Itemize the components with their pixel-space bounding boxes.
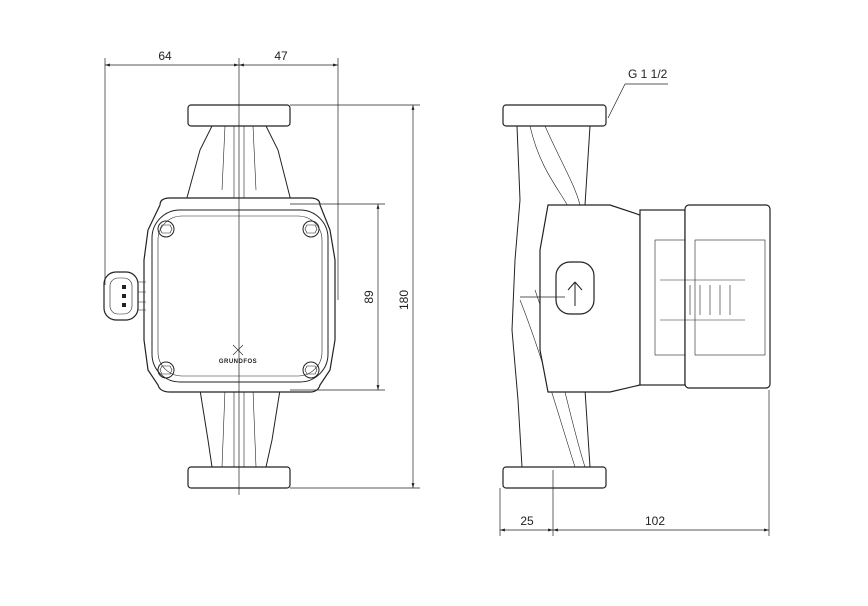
control-box-face — [151, 209, 329, 383]
flow-arrow-icon — [567, 281, 583, 306]
dim-180: 180 — [397, 290, 411, 310]
lower-housing — [199, 389, 281, 468]
side-view — [502, 104, 771, 489]
pump-housing-front — [511, 125, 523, 468]
grundfos-logo: GRUNDFOS — [219, 344, 257, 365]
control-box-side — [684, 204, 771, 389]
svg-text:GRUNDFOS: GRUNDFOS — [219, 359, 257, 365]
side-dimensions: G 1 1/2 25 102 — [499, 67, 770, 536]
connector-plug — [103, 271, 146, 321]
dim-64: 64 — [158, 49, 172, 63]
front-dimensions: 64 47 180 89 — [104, 49, 420, 489]
dim-89: 89 — [362, 290, 376, 304]
stator-block — [639, 209, 686, 386]
bolt-icons — [157, 220, 320, 379]
side-top-flange — [502, 104, 607, 127]
front-view: GRUNDFOS — [103, 58, 336, 495]
control-box — [143, 197, 336, 393]
thread-label: G 1 1/2 — [628, 67, 668, 81]
dim-102: 102 — [645, 514, 665, 528]
dim-47: 47 — [274, 49, 288, 63]
upper-housing — [184, 125, 293, 206]
side-bottom-flange — [502, 466, 607, 489]
dim-25: 25 — [520, 514, 534, 528]
thread-leader — [607, 83, 626, 119]
